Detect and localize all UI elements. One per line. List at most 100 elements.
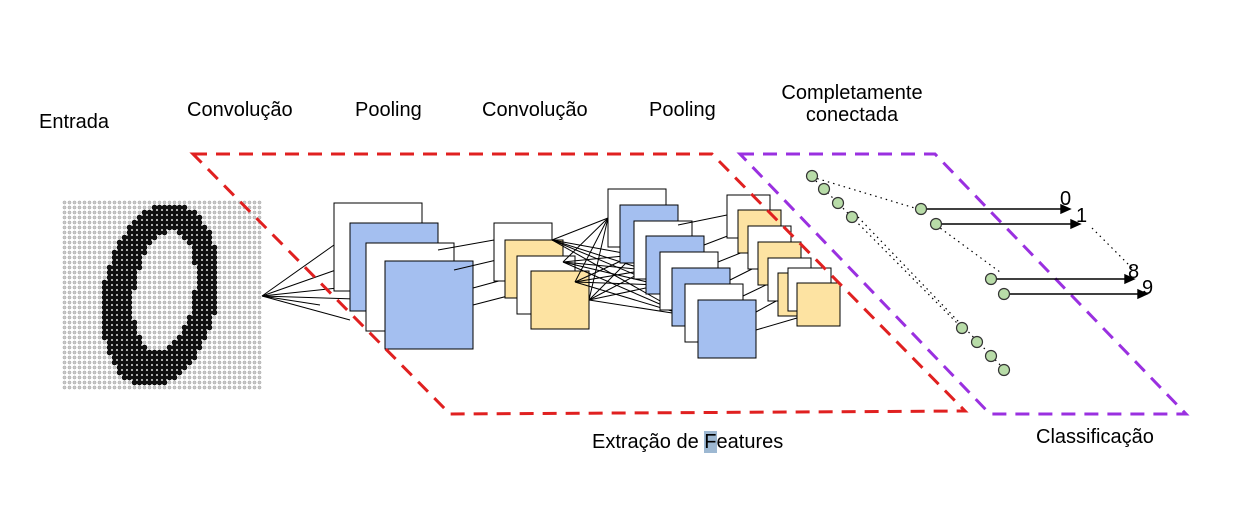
input-pixel bbox=[142, 255, 147, 260]
input-pixel bbox=[206, 239, 213, 246]
input-pixel bbox=[116, 349, 123, 356]
input-pixel bbox=[126, 319, 133, 326]
input-pixel bbox=[131, 354, 138, 361]
input-pixel bbox=[131, 274, 138, 281]
input-pixel bbox=[72, 370, 77, 375]
input-pixel bbox=[232, 350, 237, 355]
input-pixel bbox=[147, 295, 152, 300]
input-pixel bbox=[242, 260, 247, 265]
input-pixel bbox=[116, 314, 123, 321]
input-pixel bbox=[222, 365, 227, 370]
input-pixel bbox=[232, 235, 237, 240]
input-pixel bbox=[67, 200, 72, 205]
input-pixel bbox=[136, 264, 143, 271]
input-pixel bbox=[111, 279, 118, 286]
input-pixel bbox=[157, 325, 162, 330]
input-pixel bbox=[72, 300, 77, 305]
input-pixel bbox=[87, 235, 92, 240]
input-pixel bbox=[257, 315, 262, 320]
input-pixel bbox=[152, 295, 157, 300]
input-pixel bbox=[151, 349, 158, 356]
input-pixel bbox=[101, 329, 108, 336]
input-pixel bbox=[192, 205, 197, 210]
input-pixel bbox=[212, 235, 217, 240]
input-pixel bbox=[137, 280, 142, 285]
input-pixel bbox=[252, 365, 257, 370]
input-pixel bbox=[167, 290, 172, 295]
input-pixel bbox=[202, 355, 207, 360]
input-pixel bbox=[82, 350, 87, 355]
input-pixel bbox=[156, 379, 163, 386]
input-pixel bbox=[102, 215, 107, 220]
input-pixel bbox=[102, 205, 107, 210]
input-pixel bbox=[162, 315, 167, 320]
input-pixel bbox=[67, 210, 72, 215]
input-pixel bbox=[167, 380, 172, 385]
input-pixel bbox=[242, 305, 247, 310]
input-pixel bbox=[146, 239, 153, 246]
input-pixel bbox=[122, 230, 127, 235]
input-pixel bbox=[141, 219, 148, 226]
input-pixel bbox=[152, 335, 157, 340]
input-pixel bbox=[257, 370, 262, 375]
input-pixel bbox=[187, 290, 192, 295]
input-pixel bbox=[211, 289, 218, 296]
input-pixel bbox=[62, 380, 67, 385]
input-pixel bbox=[67, 220, 72, 225]
input-pixel bbox=[77, 290, 82, 295]
input-pixel bbox=[111, 349, 118, 356]
input-pixel bbox=[116, 264, 123, 271]
input-pixel bbox=[142, 290, 147, 295]
input-pixel bbox=[181, 354, 188, 361]
input-pixel bbox=[191, 229, 198, 236]
input-pixel bbox=[172, 310, 177, 315]
input-pixel bbox=[186, 349, 193, 356]
input-pixel bbox=[212, 210, 217, 215]
input-pixel bbox=[116, 344, 123, 351]
input-pixel bbox=[77, 200, 82, 205]
input-pixel bbox=[77, 220, 82, 225]
input-pixel bbox=[162, 340, 167, 345]
input-pixel bbox=[237, 335, 242, 340]
input-pixel bbox=[232, 265, 237, 270]
input-pixel bbox=[112, 380, 117, 385]
pool2-map bbox=[796, 282, 841, 327]
input-pixel bbox=[206, 309, 213, 316]
input-pixel bbox=[72, 250, 77, 255]
input-pixel bbox=[106, 279, 113, 286]
input-pixel bbox=[232, 385, 237, 390]
input-pixel bbox=[72, 380, 77, 385]
input-pixel bbox=[131, 269, 138, 276]
input-pixel bbox=[222, 200, 227, 205]
input-pixel bbox=[217, 265, 222, 270]
input-pixel bbox=[187, 200, 192, 205]
input-pixel bbox=[126, 289, 133, 296]
input-pixel bbox=[126, 339, 133, 346]
input-pixel bbox=[156, 224, 163, 231]
input-pixel bbox=[92, 230, 97, 235]
input-pixel bbox=[112, 365, 117, 370]
input-pixel bbox=[247, 200, 252, 205]
input-pixel bbox=[171, 359, 178, 366]
input-pixel bbox=[237, 275, 242, 280]
input-pixel bbox=[121, 309, 128, 316]
input-pixel bbox=[112, 220, 117, 225]
input-pixel bbox=[102, 200, 107, 205]
input-pixel bbox=[87, 270, 92, 275]
input-pixel bbox=[106, 349, 113, 356]
input-pixel bbox=[77, 320, 82, 325]
input-pixel bbox=[182, 290, 187, 295]
input-pixel bbox=[237, 280, 242, 285]
input-pixel bbox=[87, 375, 92, 380]
input-pixel bbox=[191, 344, 198, 351]
input-pixel bbox=[141, 374, 148, 381]
input-pixel bbox=[106, 299, 113, 306]
input-pixel bbox=[77, 365, 82, 370]
input-pixel bbox=[116, 364, 123, 371]
input-pixel bbox=[82, 250, 87, 255]
input-pixel bbox=[217, 210, 222, 215]
input-pixel bbox=[201, 234, 208, 241]
input-pixel bbox=[212, 325, 217, 330]
input-pixel bbox=[227, 370, 232, 375]
connection-line bbox=[588, 217, 609, 301]
